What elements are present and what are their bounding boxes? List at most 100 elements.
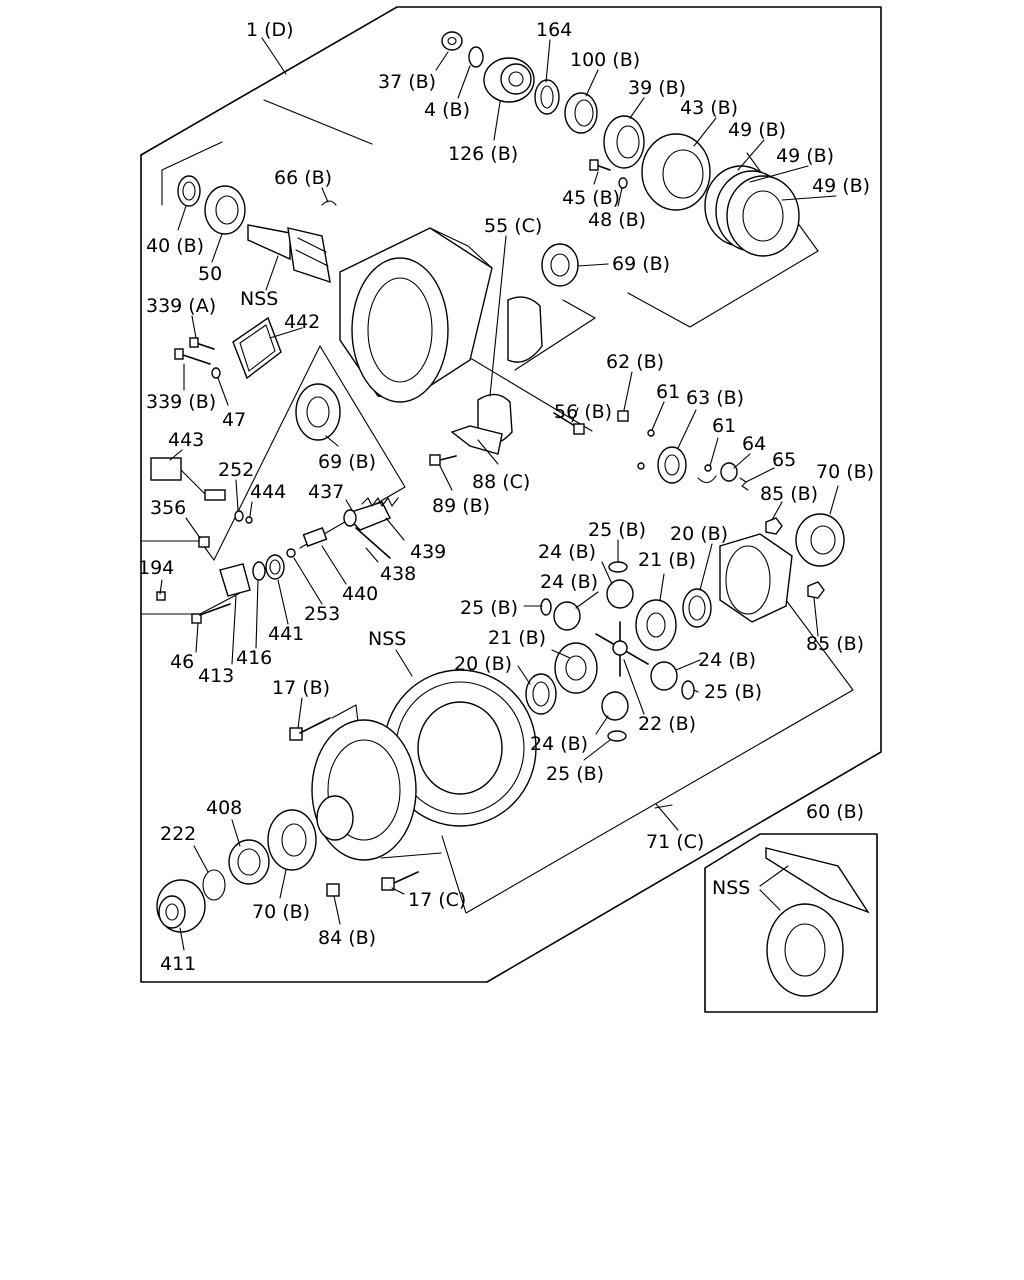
bearing-cap-55c-illustration (477, 296, 543, 446)
callout-nss-inset: NSS (712, 877, 750, 899)
callout-43b: 43 (B) (680, 97, 738, 119)
callout-25b-3: 25 (B) (704, 681, 762, 703)
callout-37b: 37 (B) (378, 71, 436, 93)
callout-nss-ring: NSS (368, 628, 406, 650)
leader-lines (159, 37, 839, 951)
pin-61-illustration (637, 429, 712, 472)
shim-49b-illustration (704, 165, 800, 257)
gear-64-illustration (720, 462, 738, 482)
callout-17c: 17 (C) (408, 889, 466, 911)
callout-164: 164 (536, 19, 572, 41)
callout-nss-pinion: NSS (240, 288, 278, 310)
nut-37b-illustration (441, 31, 463, 51)
callout-46: 46 (170, 651, 194, 673)
thrust-washer-20b-top-illustration (682, 588, 712, 628)
clip-61-illustration (697, 475, 717, 484)
bearing-70b-bottom-illustration (267, 809, 317, 871)
callout-416: 416 (236, 647, 272, 669)
bolt-89b-illustration (429, 454, 457, 466)
side-gear-21b-bottom-illustration (554, 642, 598, 694)
bolt-56b-illustration (553, 412, 585, 435)
callout-49b-1: 49 (B) (728, 119, 786, 141)
callout-39b: 39 (B) (628, 77, 686, 99)
callout-85b-2: 85 (B) (806, 633, 864, 655)
shaft-438-illustration (355, 527, 391, 559)
callout-339b: 339 (B) (146, 391, 216, 413)
inset-gear-set-illustration (765, 847, 870, 997)
callout-17b: 17 (B) (272, 677, 330, 699)
callout-1d: 1 (D) (246, 19, 294, 41)
spring-441-illustration (265, 554, 285, 580)
bolt-46-illustration (191, 603, 231, 624)
bearing-63b-illustration (657, 446, 687, 484)
callout-40b: 40 (B) (146, 235, 204, 257)
bearing-69b-top-illustration (541, 243, 579, 287)
piston-440-illustration (302, 527, 328, 547)
washer-4b-illustration (468, 46, 484, 68)
callout-62b: 62 (B) (606, 351, 664, 373)
bolt-17b-illustration (289, 717, 331, 741)
callout-48b: 48 (B) (588, 209, 646, 231)
diff-case-half-illustration (311, 719, 417, 861)
callout-253: 253 (304, 603, 340, 625)
callout-49b-3: 49 (B) (812, 175, 870, 197)
callout-89b: 89 (B) (432, 495, 490, 517)
switch-connector-443-illustration (150, 457, 226, 501)
callout-63b: 63 (B) (686, 387, 744, 409)
callout-45b: 45 (B) (562, 187, 620, 209)
spring-439-illustration (361, 497, 399, 507)
valve-356-illustration (198, 536, 210, 548)
side-gear-21b-top-illustration (635, 599, 677, 651)
callout-55c: 55 (C) (484, 215, 542, 237)
callout-64: 64 (742, 433, 766, 455)
spider-22b-illustration (595, 621, 649, 677)
callout-65: 65 (772, 449, 796, 471)
bearing-69b-mid-illustration (295, 383, 341, 441)
callout-356: 356 (150, 497, 186, 519)
callout-438: 438 (380, 563, 416, 585)
callout-20b-1: 20 (B) (670, 523, 728, 545)
callout-69b-mid: 69 (B) (318, 451, 376, 473)
retainer-43b-illustration (641, 133, 711, 211)
oil-seal-100b-illustration (564, 92, 598, 134)
callout-71c: 71 (C) (646, 831, 704, 853)
callout-61-2: 61 (712, 415, 736, 437)
bearing-70b-right-illustration (795, 513, 845, 567)
callout-252: 252 (218, 459, 254, 481)
assembly-boundary-outline (140, 6, 882, 983)
callout-50: 50 (198, 263, 222, 285)
bearing-50-illustration (204, 185, 246, 235)
callout-439: 439 (410, 541, 446, 563)
group-bracket-diff-case (441, 599, 854, 914)
callout-70b-right: 70 (B) (816, 461, 874, 483)
seal-164-illustration (534, 79, 560, 115)
shift-fork-88c-illustration (450, 425, 503, 455)
callout-22b: 22 (B) (638, 713, 696, 735)
callout-443: 443 (168, 429, 204, 451)
callout-56b: 56 (B) (554, 401, 612, 423)
callout-21b-1: 21 (B) (638, 549, 696, 571)
callout-25b-2: 25 (B) (460, 597, 518, 619)
callout-126b: 126 (B) (448, 143, 518, 165)
flange-126b-illustration (483, 57, 535, 103)
bolt-84b-illustration (326, 883, 340, 897)
gasket-442-illustration (232, 316, 282, 380)
pin-48b-illustration (618, 177, 628, 189)
bolt-339b-illustration (174, 348, 211, 365)
bolt-62b-illustration (617, 410, 629, 422)
spring-65-illustration (739, 477, 749, 491)
callout-444: 444 (250, 481, 286, 503)
callout-222: 222 (160, 823, 196, 845)
callout-24b-2: 24 (B) (540, 571, 598, 593)
callout-441: 441 (268, 623, 304, 645)
bearing-39b-illustration (603, 115, 645, 169)
diff-case-illustration (719, 533, 793, 623)
carrier-housing-illustration (339, 227, 493, 403)
callout-440: 440 (342, 583, 378, 605)
callout-24b-3: 24 (B) (698, 649, 756, 671)
callout-66b: 66 (B) (274, 167, 332, 189)
callout-437: 437 (308, 481, 344, 503)
shift-fork-437-illustration (343, 501, 391, 531)
callout-413: 413 (198, 665, 234, 687)
